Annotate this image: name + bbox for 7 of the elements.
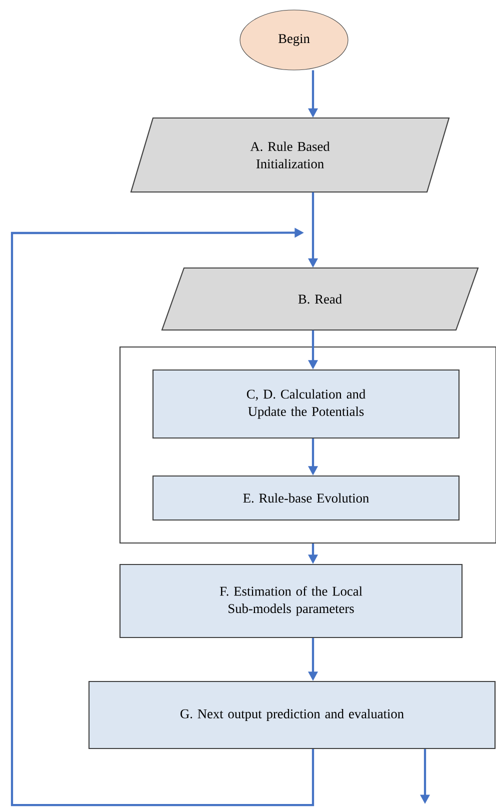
- arrow: [10, 228, 314, 806]
- process-box: G. Next output prediction and evaluation: [88, 680, 496, 750]
- process-box: F. Estimation of the Local Sub-models parameters: [119, 564, 463, 638]
- input-parallelogram: A. Rule Based Initialization: [130, 117, 450, 193]
- input-parallelogram: B. Read: [161, 267, 479, 331]
- process-box: E. Rule-base Evolution: [152, 475, 460, 521]
- process-box: C, D. Calculation and Update the Potentials: [152, 369, 460, 439]
